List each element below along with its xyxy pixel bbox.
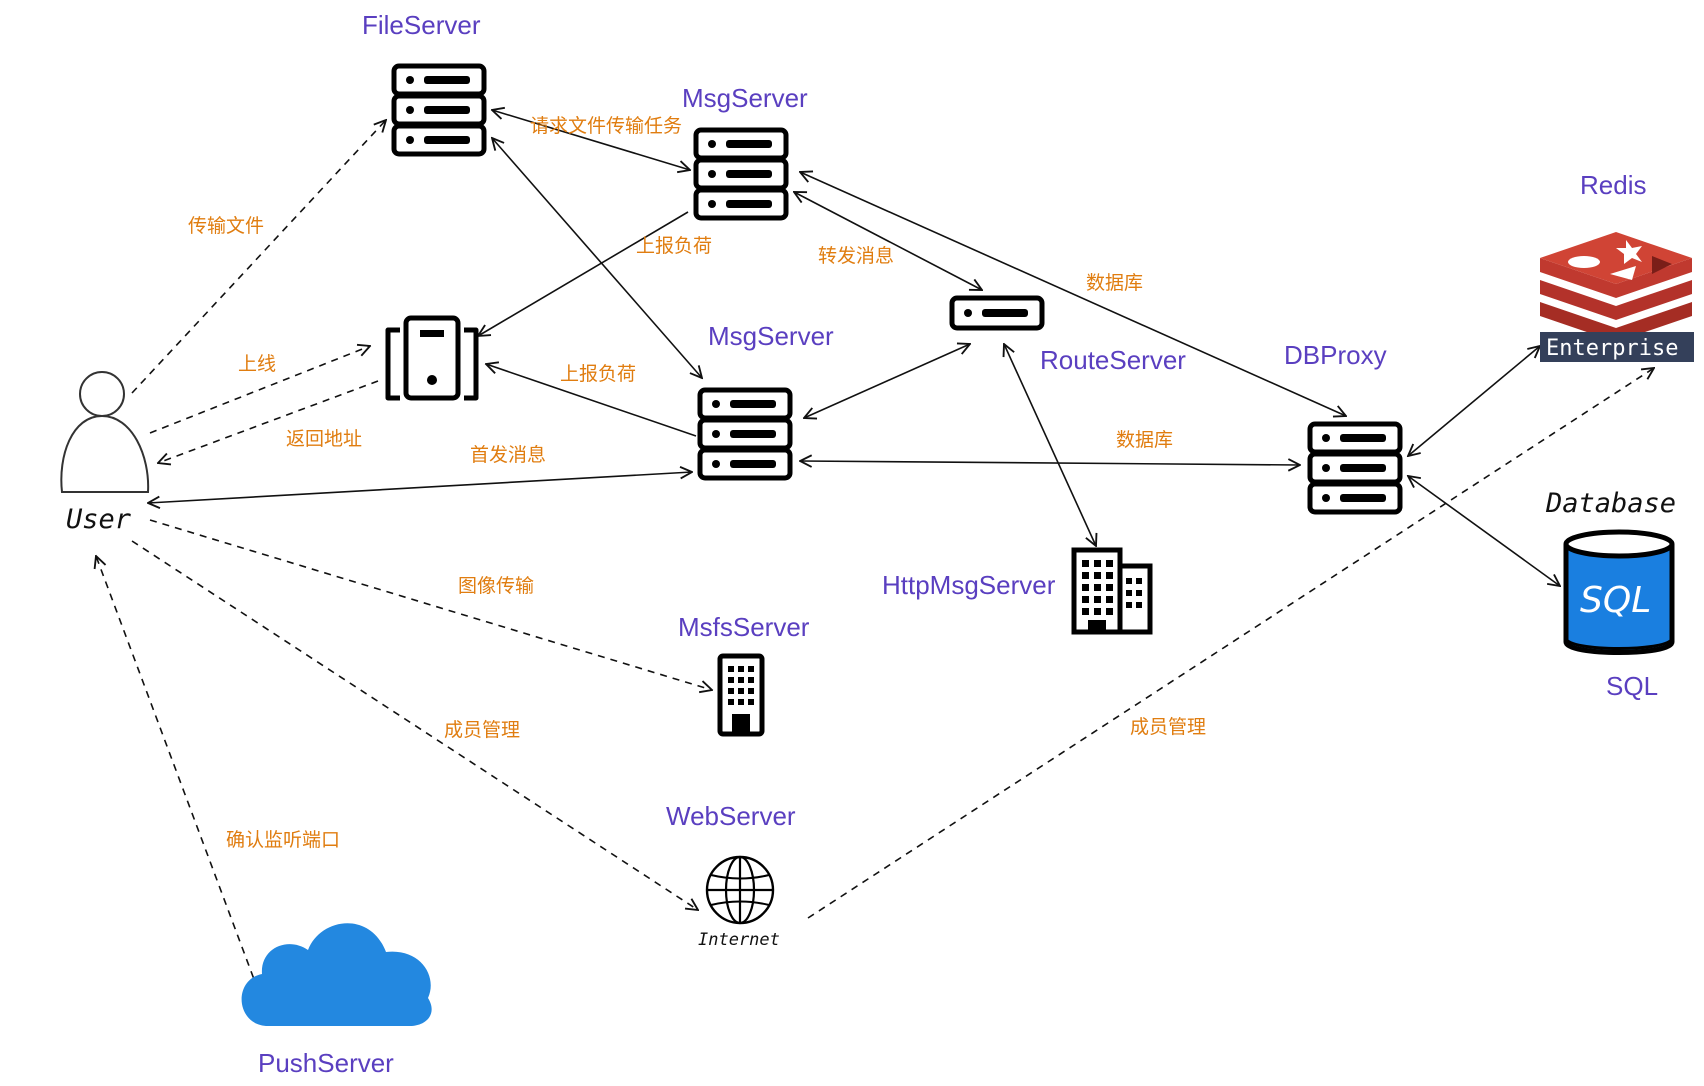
label-report-load-mid: 上报负荷	[560, 363, 636, 385]
server-rack-icon[interactable]	[391, 63, 487, 157]
edge-labels: 传输文件 请求文件传输任务 上报负荷 上报负荷 上线 返回地址 首发消息 转发消…	[188, 115, 1206, 851]
router-unit-icon[interactable]	[949, 295, 1045, 331]
title-msg-server-top: MsgServer	[682, 83, 808, 113]
database-label: Database	[1545, 488, 1676, 519]
server-rack-icon[interactable]	[693, 127, 789, 221]
label-return-address: 返回地址	[286, 428, 362, 450]
label-first-message: 首发消息	[470, 444, 546, 466]
edge-route-http	[1004, 344, 1096, 546]
server-rack-icon[interactable]	[697, 387, 793, 481]
edge-user-web	[131, 540, 698, 910]
title-push-server: PushServer	[258, 1048, 394, 1078]
label-forward-message: 转发消息	[818, 245, 894, 267]
server-rack-icon[interactable]	[1307, 421, 1403, 515]
label-database-top: 数据库	[1086, 272, 1143, 294]
edge-db-sql	[1408, 476, 1560, 586]
title-route-server: RouteServer	[1040, 345, 1186, 375]
edge-msgmid-login	[486, 364, 697, 437]
title-http-msg-server: HttpMsgServer	[882, 570, 1056, 600]
edge-web-redis	[807, 368, 1654, 919]
globe-icon[interactable]	[705, 855, 775, 925]
edge-db-redis	[1408, 346, 1540, 456]
node-titles: FileServer MsgServer MsgServer RouteServ…	[258, 10, 1658, 1078]
label-member-mgmt-right: 成员管理	[1130, 716, 1206, 738]
label-report-load-top: 上报负荷	[636, 235, 712, 257]
edge-msgmid-db	[800, 461, 1300, 465]
database-cylinder-icon[interactable]	[1563, 529, 1675, 655]
label-member-mgmt-left: 成员管理	[444, 719, 520, 741]
login-server-icon[interactable]	[385, 315, 479, 401]
edge-login-user	[158, 380, 379, 463]
edge-user-msgmid	[148, 472, 692, 503]
title-sql: SQL	[1606, 671, 1658, 701]
enterprise-badge	[1540, 332, 1694, 362]
label-transfer-file: 传输文件	[188, 215, 264, 237]
sql-badge-label: SQL	[1580, 580, 1651, 621]
title-msg-server-mid: MsgServer	[708, 321, 834, 351]
building-icon[interactable]	[1071, 547, 1153, 635]
redis-logo-icon[interactable]	[1540, 232, 1692, 342]
label-image-transfer: 图像传输	[458, 575, 534, 597]
user-label: User	[66, 504, 132, 535]
title-file-server: FileServer	[362, 10, 481, 40]
edges	[96, 110, 1654, 991]
internet-label: Internet	[698, 930, 780, 950]
label-online: 上线	[238, 353, 276, 375]
edge-msgmid-route	[804, 344, 970, 418]
edge-user-login	[149, 346, 370, 434]
edge-msgtop-db	[800, 172, 1346, 416]
edge-msgtop-login	[478, 211, 689, 336]
label-request-file-task: 请求文件传输任务	[530, 115, 682, 137]
cloud-icon[interactable]	[241, 923, 432, 1026]
label-confirm-port: 确认监听端口	[226, 829, 340, 851]
title-db-proxy: DBProxy	[1284, 340, 1387, 370]
edge-user-fileserver	[131, 120, 386, 394]
title-redis: Redis	[1580, 170, 1646, 200]
enterprise-label: Enterprise	[1546, 336, 1678, 361]
edge-fileserver-msgmid	[492, 138, 702, 378]
building-icon[interactable]	[717, 653, 765, 737]
title-msfs-server: MsfsServer	[678, 612, 810, 642]
edge-user-msfs	[149, 519, 712, 690]
person-icon[interactable]	[60, 371, 150, 493]
edge-push-user	[96, 556, 259, 991]
label-database-mid: 数据库	[1116, 429, 1173, 451]
title-web-server: WebServer	[666, 801, 796, 831]
